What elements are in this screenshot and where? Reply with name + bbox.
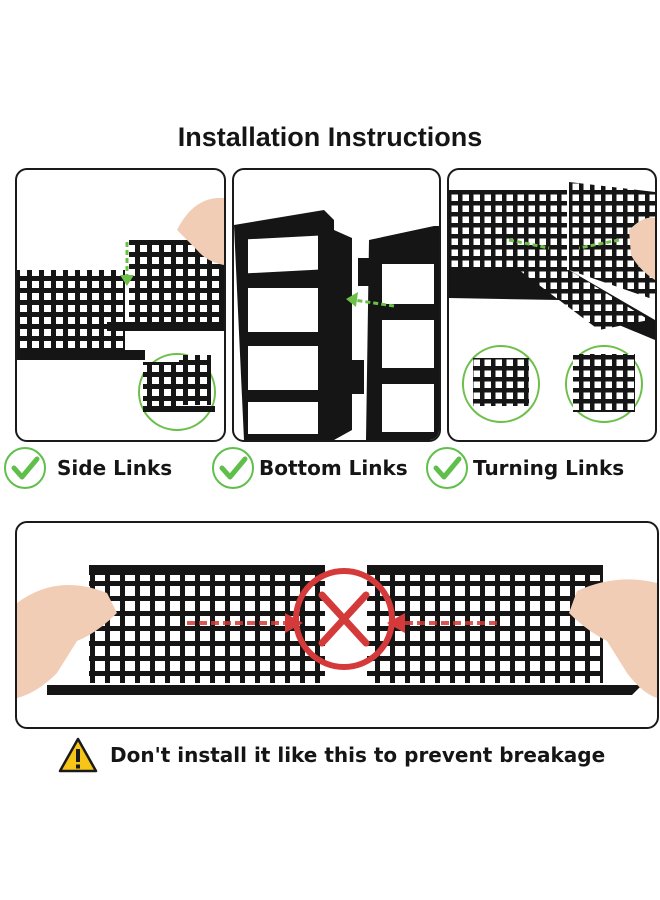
bottom-links-panel — [232, 168, 441, 442]
x-circle-icon — [293, 568, 395, 670]
hand-image — [177, 198, 224, 265]
bottom-links-label: Bottom Links — [211, 446, 408, 490]
check-circle-icon — [4, 447, 46, 489]
bottom-links-text: Bottom Links — [259, 456, 408, 480]
side-links-label: Side Links — [3, 446, 172, 490]
fence-floor — [449, 270, 655, 340]
warning-message: Don't install it like this to prevent br… — [58, 733, 605, 777]
turning-links-label: Turning Links — [425, 446, 624, 490]
check-circle-icon — [426, 447, 468, 489]
side-links-text: Side Links — [57, 456, 173, 480]
arrow-icon — [508, 238, 550, 250]
side-links-illustration — [17, 198, 224, 431]
right-hand-image — [569, 579, 657, 698]
bottom-links-illustration — [234, 210, 439, 440]
fence-panel-left — [17, 270, 125, 352]
check-circle-icon — [212, 447, 254, 489]
page-title: Installation Instructions — [177, 122, 483, 152]
wrong-installation-illustration — [17, 565, 657, 698]
turning-links-illustration — [449, 182, 655, 423]
left-arrow-icon — [353, 298, 395, 308]
turning-links-text: Turning Links — [473, 456, 625, 480]
hand-image — [629, 217, 655, 280]
warning-triangle-icon — [58, 737, 98, 773]
left-hand-image — [17, 585, 117, 698]
warning-text: Don't install it like this to prevent br… — [110, 743, 606, 767]
fence-panel-side — [569, 182, 655, 300]
turning-links-panel — [447, 168, 657, 442]
wrong-installation-panel — [15, 521, 659, 729]
side-links-panel — [15, 168, 226, 442]
fence-panel-back — [449, 190, 567, 270]
